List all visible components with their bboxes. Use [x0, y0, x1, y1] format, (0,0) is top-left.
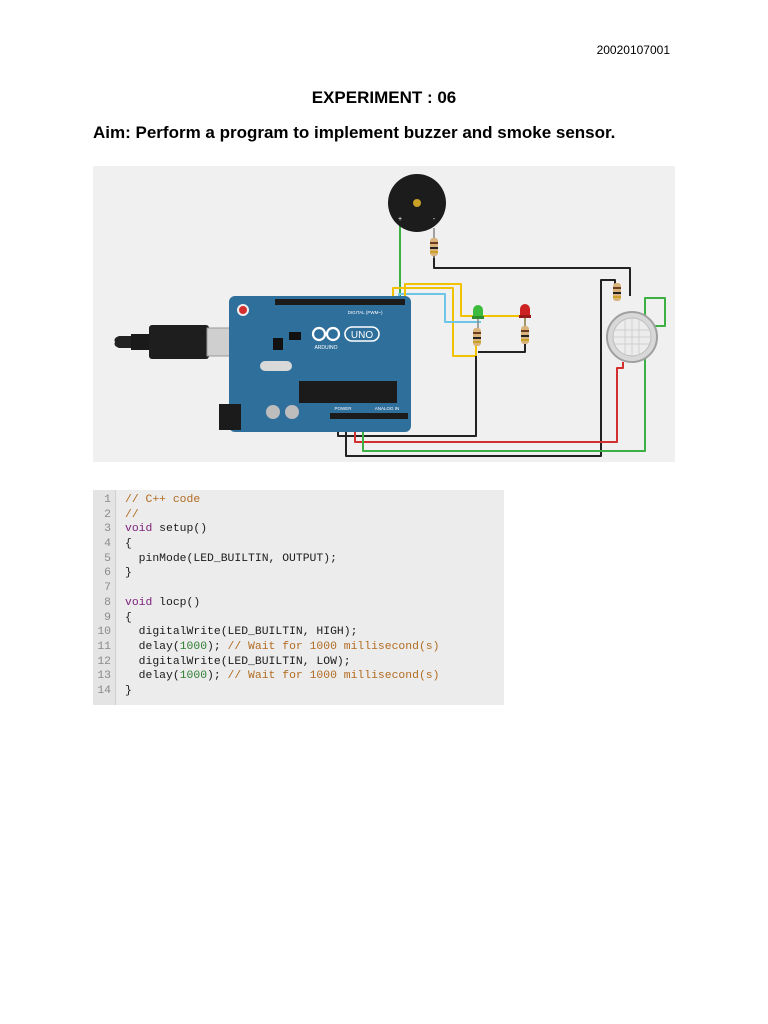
code-token: delay( [125, 670, 180, 683]
analog-label: ANALOG IN [375, 406, 400, 411]
wire-cyan-led [398, 293, 481, 323]
code-line: 8 void locp() [93, 596, 504, 611]
board-label: UNO [351, 330, 373, 341]
page-title: EXPERIMENT : 06 [311, 88, 457, 107]
wire-black-buzzer [433, 251, 631, 296]
code-text: delay(1000); // Wait for 1000 millisecon… [125, 640, 440, 655]
arduino-logo [311, 326, 341, 342]
resistor-led-green [473, 328, 481, 346]
power-label: POWER [334, 406, 352, 411]
code-token: } [125, 684, 132, 697]
code-token: // [125, 508, 139, 521]
wire-red-sensor [354, 362, 624, 443]
code-token: 1000 [179, 640, 208, 653]
code-token: } [125, 567, 132, 580]
code-token: // Wait for 1000 millisecond(s) [227, 640, 440, 653]
wire-black-sensor [345, 279, 616, 457]
code-line: 14} [93, 684, 504, 699]
resistor-led-red [521, 326, 529, 344]
code-line: 13 delay(1000); // Wait for 1000 millise… [93, 669, 504, 684]
line-number: 12 [97, 655, 111, 668]
code-text: pinMode(LED_BUILTIN, OUTPUT); [125, 552, 337, 567]
line-number: 5 [104, 552, 111, 565]
resistor-sensor [613, 283, 621, 301]
line-number: 13 [97, 670, 111, 683]
line-number-gutter [93, 490, 116, 705]
line-number: 2 [104, 508, 111, 521]
code-text: digitalWrite(LED_BUILTIN, LOW); [125, 655, 351, 670]
resistor-buzzer [430, 228, 438, 258]
line-number: 9 [104, 611, 111, 624]
code-token: ); [207, 670, 228, 683]
wire-black-led-red-gnd [478, 341, 526, 353]
code-token: // C++ code [125, 494, 201, 506]
code-text: // [125, 508, 139, 523]
line-number: 4 [104, 538, 111, 551]
code-line: 4{ [93, 537, 504, 552]
code-token: digitalWrite(LED_BUILTIN, LOW); [125, 655, 351, 668]
led-green [472, 305, 484, 328]
code-line: 11 delay(1000); // Wait for 1000 millise… [93, 640, 504, 655]
code-text: void setup() [125, 522, 207, 537]
code-token: void [125, 596, 153, 609]
code-token: ); [207, 640, 228, 653]
code-line: 6} [93, 566, 504, 581]
line-number: 11 [97, 640, 111, 653]
digital-label: DIGITAL (PWM~) [348, 310, 383, 315]
code-line: 1 // C++ code [93, 493, 504, 508]
line-number: 3 [104, 523, 111, 536]
line-number: 7 [104, 582, 111, 595]
led-red [519, 304, 531, 326]
code-token: pinMode(LED_BUILTIN, OUTPUT); [125, 552, 337, 565]
buzzer: + - [388, 174, 446, 232]
circuit-diagram: UNO ARDUINO DIGITAL (PWM~) POWER ANALOG … [93, 166, 675, 462]
code-token: void [125, 523, 153, 536]
wire-yellow-led-red [404, 283, 526, 341]
line-number: 10 [97, 626, 111, 639]
code-line: 10 digitalWrite(LED_BUILTIN, HIGH); [93, 625, 504, 640]
code-line: 12 digitalWrite(LED_BUILTIN, LOW); [93, 655, 504, 670]
line-number: 1 [104, 494, 111, 506]
buzzer-minus-label: - [433, 216, 436, 223]
code-text: } [125, 566, 132, 581]
code-token: delay( [125, 640, 180, 653]
line-number: 8 [104, 596, 111, 609]
smoke-sensor [606, 311, 658, 363]
code-text: void locp() [125, 596, 200, 611]
buzzer-plus-label: + [398, 216, 402, 223]
circuit-svg: UNO ARDUINO DIGITAL (PWM~) POWER ANALOG … [114, 174, 666, 457]
code-token: { [125, 538, 132, 551]
aim-heading: Aim: Perform a program to implement buzz… [93, 123, 616, 142]
code-token: 1000 [179, 670, 208, 683]
board-brand: ARDUINO [314, 345, 337, 351]
code-text: } [125, 684, 132, 699]
code-line: 9{ [93, 611, 504, 626]
code-text: { [125, 537, 132, 552]
wire-green-sensor [362, 297, 666, 452]
code-text: // C++ code [125, 493, 200, 508]
line-number: 14 [97, 684, 111, 697]
code-text: delay(1000); // Wait for 1000 millisecon… [125, 669, 440, 684]
code-text: { [125, 611, 132, 626]
code-token: { [125, 611, 132, 624]
code-token: // Wait for 1000 millisecond(s) [227, 670, 440, 683]
code-token: setup() [152, 523, 208, 536]
code-line: 3 void setup() [93, 522, 504, 537]
code-line: 7 [93, 581, 504, 596]
code-token: locp() [152, 596, 201, 609]
code-text: digitalWrite(LED_BUILTIN, HIGH); [125, 625, 358, 640]
code-line: 5 pinMode(LED_BUILTIN, OUTPUT); [93, 552, 504, 567]
code-line: 2 // [93, 508, 504, 523]
arduino-board: UNO ARDUINO DIGITAL (PWM~) POWER ANALOG … [219, 296, 411, 432]
line-number: 6 [104, 567, 111, 580]
roll-number: 20020107001 [596, 43, 670, 57]
code-token: digitalWrite(LED_BUILTIN, HIGH); [125, 626, 358, 639]
